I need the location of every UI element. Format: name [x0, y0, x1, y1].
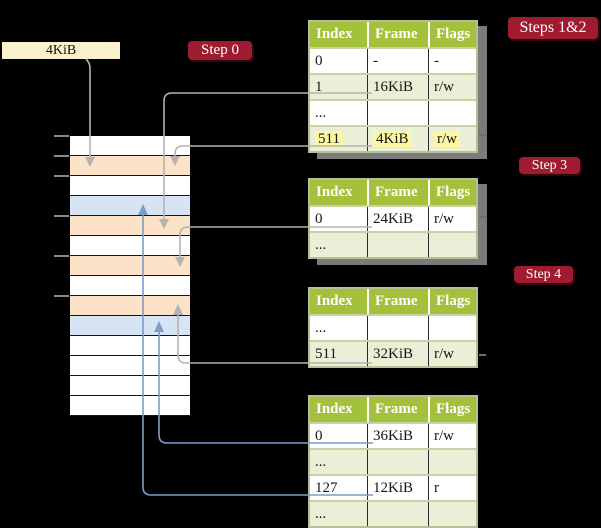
memory-row-white [70, 176, 190, 196]
table-row: ... [310, 500, 476, 526]
table-cell: - [367, 49, 428, 73]
table-cell: r/w [428, 127, 476, 151]
table-row: ... [310, 448, 476, 474]
table-row: 0 -- [310, 47, 476, 73]
table-cell: 36KiB [367, 424, 428, 448]
table-cell: r [428, 476, 476, 500]
memory-row-orange [70, 156, 190, 176]
highlighted-value: r/w [434, 131, 460, 147]
column-header: Flags [428, 180, 476, 205]
table-cell [428, 101, 476, 125]
memory-tick [54, 295, 69, 297]
memory-tick [54, 155, 69, 157]
column-header: Flags [428, 289, 476, 314]
memory-row-white [70, 356, 190, 376]
memory-row-white [70, 376, 190, 396]
steps-1-2-badge: Steps 1&2 [508, 17, 598, 39]
table-cell: 1 [315, 79, 323, 95]
table-cell [428, 502, 476, 526]
column-header: Flags [428, 397, 476, 422]
column-header: Frame [367, 289, 428, 314]
column-header: Frame [367, 180, 428, 205]
physical-memory-column [70, 136, 190, 416]
table-row: ... [310, 314, 476, 340]
table-cell: ... [315, 237, 327, 253]
table-row: ... [310, 99, 476, 125]
table-cell: r/w [428, 342, 476, 366]
table-cell: 12KiB [367, 476, 428, 500]
memory-row-white [70, 396, 190, 416]
table-cell: - [428, 49, 476, 73]
highlighted-value: 511 [315, 131, 343, 147]
table-cell: 511 [315, 346, 337, 362]
step-3-badge: Step 3 [519, 157, 580, 174]
table-cell: 4KiB [367, 127, 428, 151]
table-cell [428, 450, 476, 474]
table-cell [367, 450, 428, 474]
table-cell: 0 [315, 428, 323, 444]
table-cell: r/w [428, 424, 476, 448]
table-cell: 0 [315, 211, 323, 227]
table-cell: ... [315, 105, 327, 121]
memory-row-orange [70, 296, 190, 316]
table-row: ... [310, 231, 476, 257]
table-cell [367, 502, 428, 526]
memory-tick [54, 135, 69, 137]
memory-tick [54, 175, 69, 177]
memory-row-white [70, 136, 190, 156]
table-cell: ... [315, 506, 327, 522]
highlighted-value: 4KiB [373, 131, 412, 147]
memory-row-white [70, 336, 190, 356]
table-cell: 511 [310, 127, 367, 151]
frame-size-label-box: 4KiB [2, 42, 120, 59]
column-header: Flags [428, 22, 476, 47]
column-header: Index [316, 184, 353, 200]
table-cell: 32KiB [367, 342, 428, 366]
memory-row-blue [70, 196, 190, 216]
column-header: Index [316, 401, 353, 417]
table-cell: 127 [315, 480, 338, 496]
table-cell [367, 101, 428, 125]
table-cell: r/w [428, 75, 476, 99]
memory-row-orange [70, 256, 190, 276]
table-cell [367, 316, 428, 340]
memory-tick [54, 255, 69, 257]
table-cell [428, 316, 476, 340]
memory-row-white [70, 276, 190, 296]
memory-tick [54, 215, 69, 217]
column-header: Index [316, 26, 353, 42]
memory-row-white [70, 236, 190, 256]
step-4-badge: Step 4 [514, 266, 573, 283]
table-cell: 16KiB [367, 75, 428, 99]
table-cell [428, 233, 476, 257]
table-cell: ... [315, 320, 327, 336]
memory-row-blue [70, 316, 190, 336]
step-0-badge: Step 0 [188, 41, 252, 60]
table-cell: r/w [428, 207, 476, 231]
column-header: Index [316, 293, 353, 309]
table-cell: 0 [315, 53, 323, 69]
table-cell: ... [315, 454, 327, 470]
column-header: Frame [367, 397, 428, 422]
table-cell [367, 233, 428, 257]
table-cell: 24KiB [367, 207, 428, 231]
memory-row-orange [70, 216, 190, 236]
table-row: 511 4KiB r/w [310, 125, 476, 151]
column-header: Frame [367, 22, 428, 47]
